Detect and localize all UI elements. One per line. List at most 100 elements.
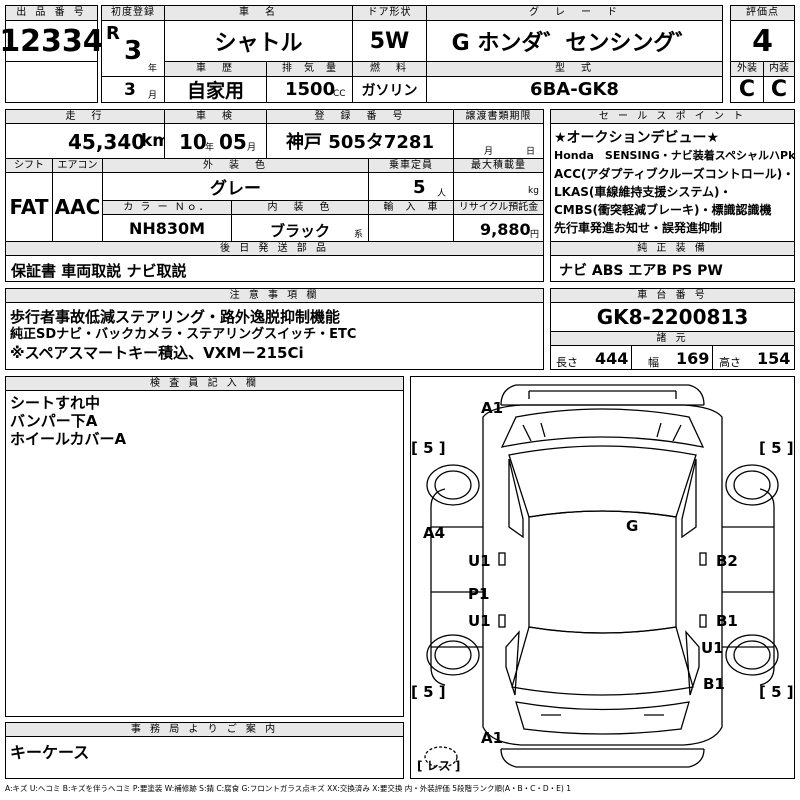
interior-color-unit: 系 [354,230,364,240]
notes-label: 注 意 事 項 欄 [5,288,544,303]
height: 154 [757,349,791,368]
history: 自家用 [164,76,267,103]
inspector-line: ホイールカバーA [10,430,127,448]
sales-point-line: LKAS(車線維持支援システム)・ [554,185,732,199]
transfer-label: 譲渡書類期限 [453,109,544,124]
lot-number: 12334 [0,20,104,62]
first-reg-label: 初度登録 [101,5,165,21]
inspector-label: 検 査 員 記 入 欄 [5,376,404,391]
width-cell: 幅 169 [631,345,713,370]
grade-label: グ レ ー ド [426,5,723,21]
length-label: 長さ [556,356,578,369]
ac: AAC [52,172,103,242]
cc-unit: CC [333,89,346,99]
year-unit: 年 [148,64,158,74]
shift: FAT [5,172,53,242]
displacement-label: 排 気 量 [266,61,353,77]
tire-tread-rear-right: [ 5 ] [759,683,794,701]
transfer-day-unit: 日 [526,147,536,157]
equipment-label: 純 正 装 備 [550,241,795,256]
first-reg-month-cell: 3 月 [101,76,165,103]
door-label: ドア形状 [352,5,427,21]
sales-points-label: セ ー ル ス ポ イ ン ト [550,109,795,124]
office-label: 事 務 局 よ り ご 案 内 [5,722,404,737]
color-no: NH830M [102,214,232,242]
era: R [106,23,120,44]
reg-no-label: 登 録 番 号 [266,109,454,124]
interior-color-cell: ブラック 系 [231,214,369,242]
car-outline [424,384,779,768]
transfer-month-unit: 月 [484,147,494,157]
history-label: 車 歴 [164,61,267,77]
km-unit: km [141,131,171,151]
notes-box: 歩行者事故低減ステアリング・路外逸脱抑制機能 純正SDナビ・バックカメラ・ステア… [5,302,544,370]
lot-blank [5,61,98,103]
damage-mark: A4 [423,524,446,542]
inspection-month-unit: 月 [247,143,257,153]
length-cell: 長さ 444 [550,345,632,370]
width: 169 [676,349,710,368]
length: 444 [595,349,629,368]
capacity-unit: 人 [437,189,447,199]
damage-mark: U1 [701,639,724,657]
dims-label: 諸 元 [550,331,795,346]
recycle-cell: 9,880 円 [453,214,544,242]
lot-number-label: 出 品 番 号 [5,5,98,21]
sales-point-line: Honda SENSING・ナビ装着スペシャルハPk [554,149,796,162]
fuel: ガソリン [352,76,427,103]
load-label: 最大積載量 [453,158,544,173]
reg-no: 神戸 505タ7281 [266,123,454,159]
car-name: シャトル [164,20,353,62]
inspection-year-unit: 年 [205,143,215,153]
chassis-label: 車 台 番 号 [550,288,795,303]
color: グレー [102,172,369,201]
car-name-label: 車 名 [164,5,353,21]
recycle-unit: 円 [530,230,540,240]
height-label: 高さ [719,356,741,369]
office-box: キーケース [5,736,404,779]
exterior-label: 外装 [730,61,764,77]
later-parts-label: 後 日 発 送 部 品 [5,241,544,256]
width-label: 幅 [648,356,659,369]
color-no-label: カ ラ ー Ｎｏ． [102,200,232,215]
interior-label: 内装 [763,61,795,77]
mileage-cell: 45,340 km [5,123,170,159]
office-text: キーケース [10,743,90,762]
damage-mark: A1 [481,729,504,747]
displacement: 1500 [285,79,336,100]
notes-line: 純正SDナビ・バックカメラ・ステアリングスイッチ・ETC [10,327,357,342]
inspector-box: シートすれ中 バンパー下A ホイールカバーA [5,390,404,717]
inspection-cell: 10 年 05 月 [164,123,267,159]
damage-mark: U1 [468,552,491,570]
damage-mark: G [626,517,639,535]
door: 5W [352,20,427,62]
sales-point-line: ACC(アダプティブクルーズコントロール)・ [554,167,795,181]
load-cell: kg [453,172,544,201]
displacement-cell: 1500 CC [266,76,353,103]
notes-line: ※スペアスマートキー積込、VXM－215Ci [10,344,304,362]
inspector-line: シートすれ中 [10,394,101,412]
exterior-score: C [730,76,764,103]
recycle: 9,880 [480,220,531,239]
import-cell [368,214,454,242]
tire-tread-rear-left: [ 5 ] [411,683,446,701]
inspection-label: 車 検 [164,109,267,124]
grade: G ホンダ゛センシング゛ [426,20,723,62]
first-reg-year: 3 [124,36,143,66]
ac-label: エアコン [52,158,103,173]
interior-color-label: 内 装 色 [231,200,369,215]
interior-color: ブラック [270,222,331,240]
notes-line: 歩行者事故低減ステアリング・路外逸脱抑制機能 [10,308,341,326]
equipment-cell: ナビ ABS エアB PS PW [550,255,795,282]
inspection-month: 05 [219,130,247,154]
load-unit: kg [528,186,539,196]
month-unit: 月 [148,91,158,101]
damage-mark: B1 [716,612,738,630]
import-label: 輸 入 車 [368,200,454,215]
legend: A:キズ U:ヘコミ B:キズを伴うヘコミ P:要塗装 W:補修跡 S:錆 C:… [5,784,572,793]
shift-label: シフト [5,158,53,173]
damage-mark: U1 [468,612,491,630]
sales-point-line: CMBS(衝突軽減ブレーキ)・標識認識機 [554,203,772,217]
spare-tire: [ レス ] [417,759,461,773]
mileage: 45,340 [68,130,146,154]
